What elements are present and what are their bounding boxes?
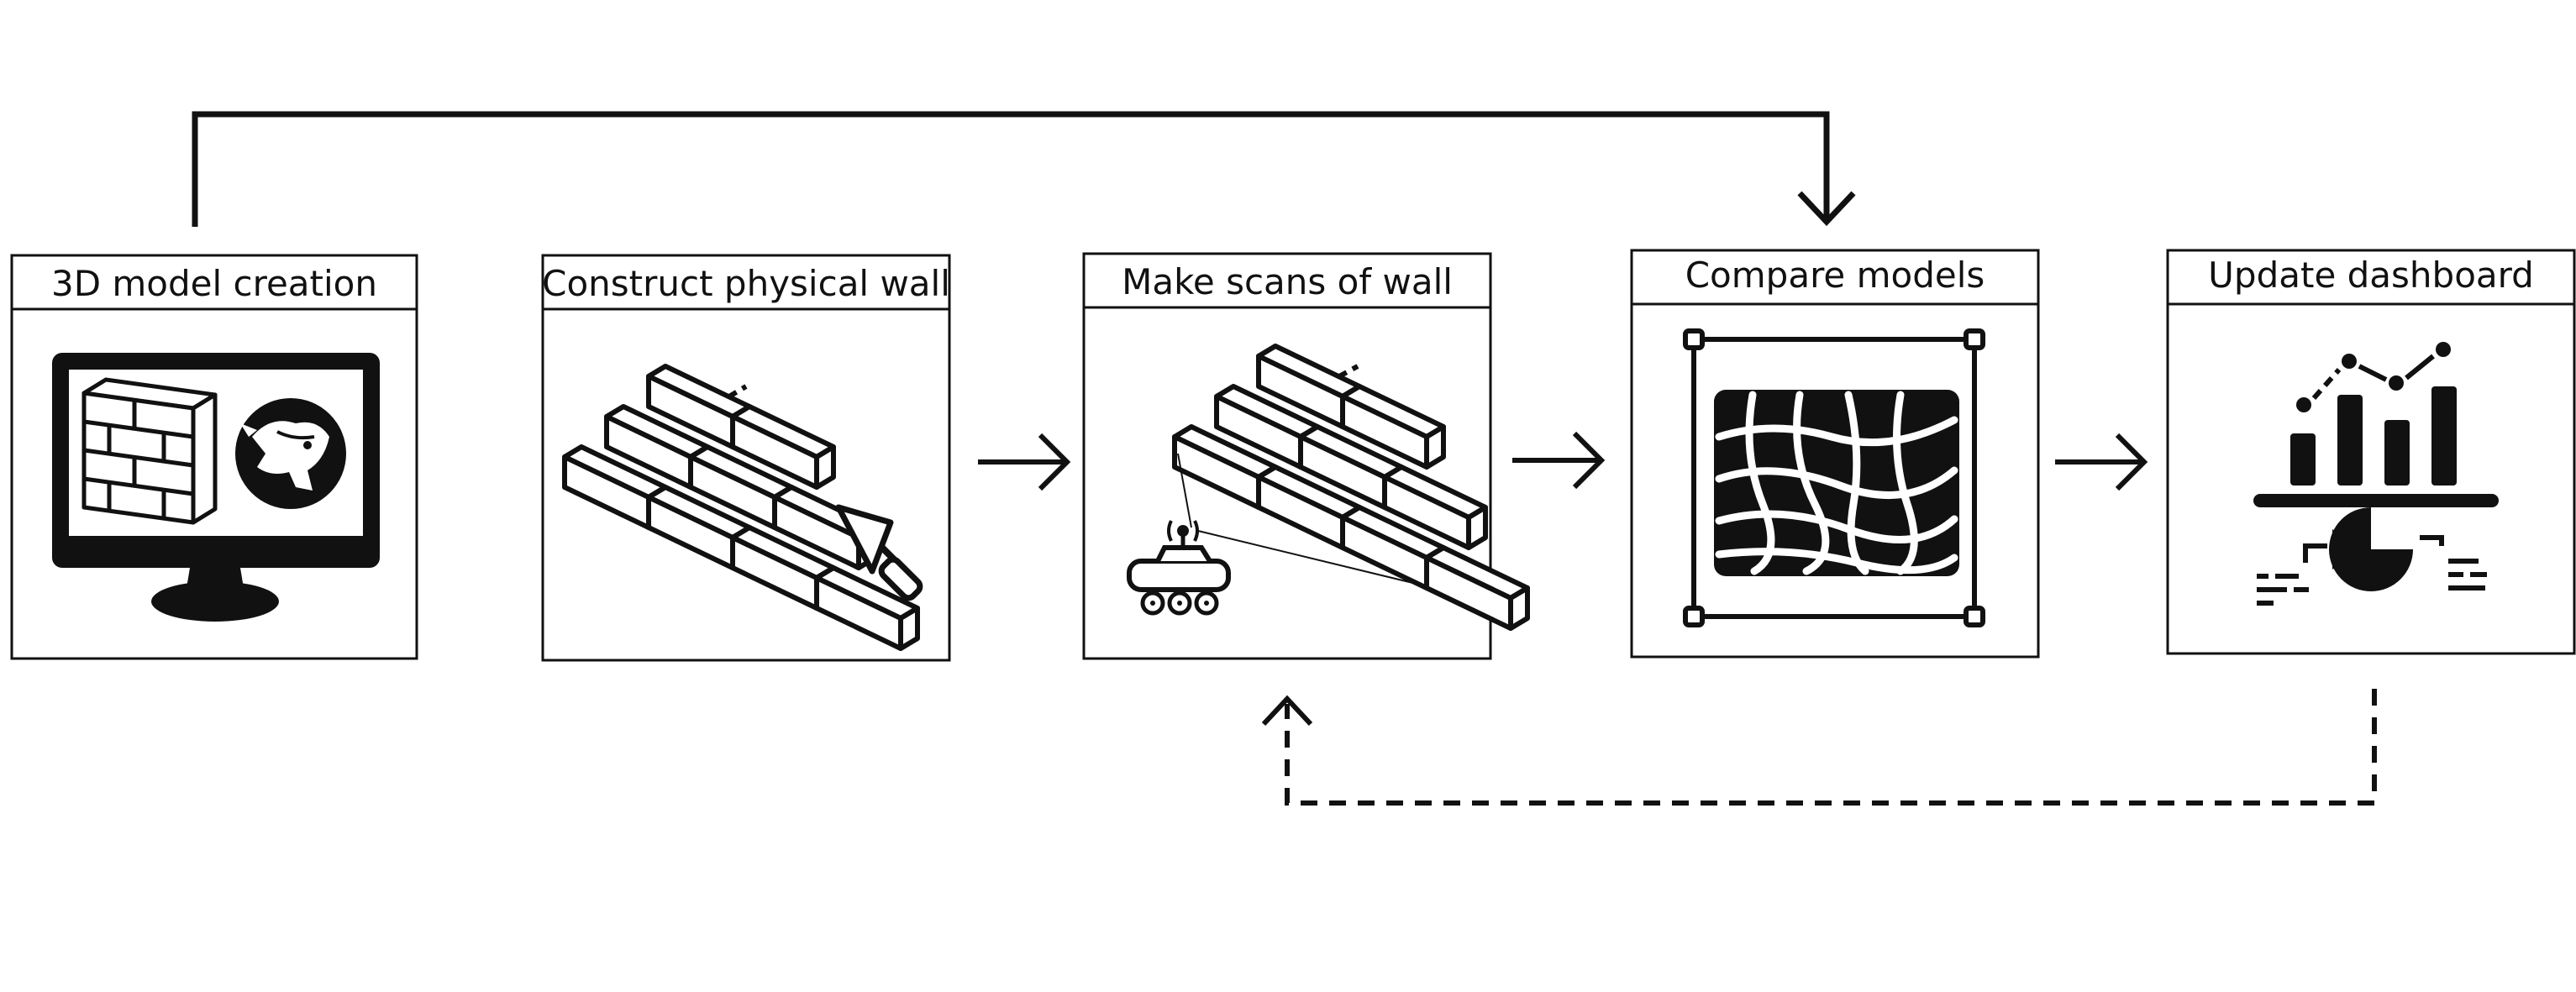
deformed-mesh-icon (1683, 328, 1985, 627)
step-title-dashboard: Update dashboard (2208, 255, 2534, 296)
dashboard-chart-icon (2253, 342, 2499, 606)
arrow-dashboard-to-scan (1261, 689, 2377, 806)
step-update-dashboard: Update dashboard (2166, 249, 2576, 655)
step-title-construct: Construct physical wall (542, 263, 950, 304)
step-title-compare: Compare models (1685, 255, 1985, 296)
arrow-construct-to-scan (978, 433, 1071, 491)
step-title-scan: Make scans of wall (1122, 261, 1453, 302)
arrow-scan-to-compare (1512, 431, 1606, 490)
step-title-model: 3D model creation (51, 263, 377, 304)
arrow-model-to-compare (192, 111, 1856, 227)
brick-wall-scanner-robot-icon (1127, 346, 1527, 628)
step-model-creation: 3D model creation (10, 254, 418, 660)
brick-wall-trowel-icon (565, 366, 923, 648)
arrow-compare-to-dashboard (2055, 433, 2148, 491)
step-construct-wall: Construct physical wall (541, 254, 951, 662)
monitor-brick-wall-rhino-icon (52, 353, 380, 622)
step-compare-models: Compare models (1630, 249, 2040, 659)
step-scan-wall: Make scans of wall (1082, 252, 1527, 660)
